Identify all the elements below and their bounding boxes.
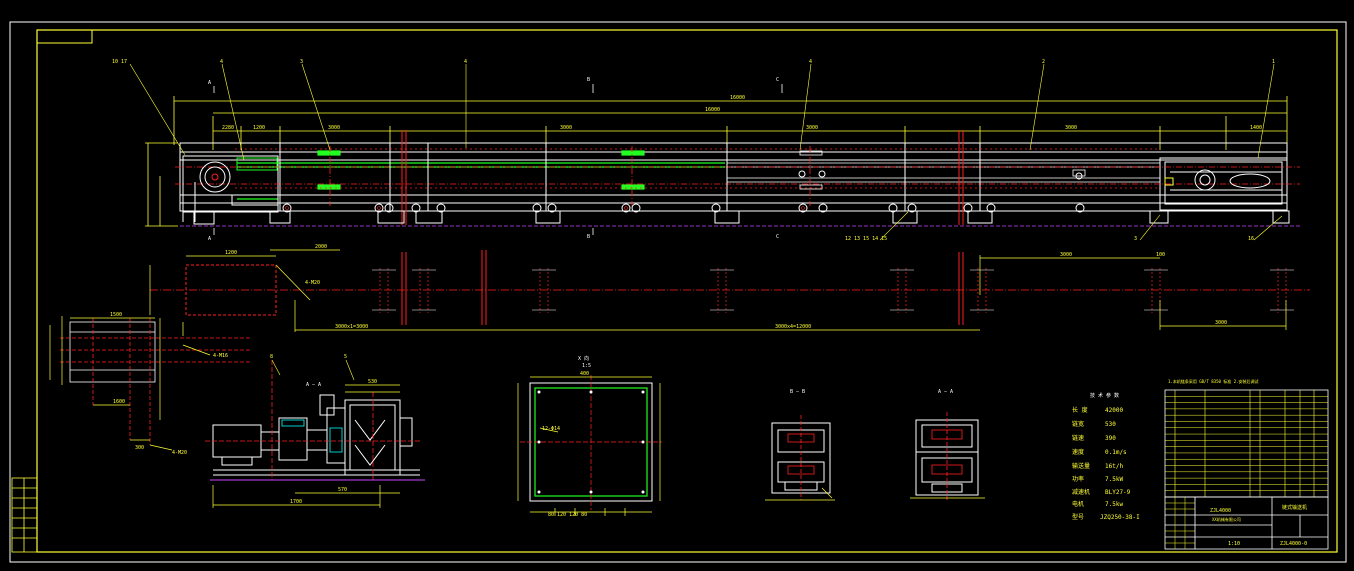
plan-leader: 4-M20 (305, 280, 320, 286)
dim-overall: 16000 (730, 95, 745, 101)
sheet-outer-border (9, 21, 1347, 563)
drive-unit-view: A — A (205, 354, 425, 508)
spec-val-7: 7.5kw (1105, 501, 1123, 508)
technical-specs: 技 术 参 数 长 度 42000 链宽 530 链速 390 速度 0.1m/… (1072, 392, 1140, 521)
dim-seg1: 2280 (222, 125, 234, 131)
bb-label: B — B (790, 389, 805, 395)
plan-dim-2: 2000 (315, 244, 327, 250)
drive-dim-2: 570 (338, 487, 347, 493)
section-b-bottom: B (587, 234, 590, 240)
dim-seg5: 3000 (806, 125, 818, 131)
callout-item-3: 3 (300, 59, 303, 65)
title-sheet: 1:10 (1228, 541, 1240, 547)
x-dim-bolt: 12-Φ14 (542, 426, 560, 432)
plan-dim-4: 3000x4=12000 (775, 324, 811, 330)
section-a-top: A (208, 80, 211, 86)
spec-val-2: 390 (1105, 435, 1116, 442)
bill-of-materials-table: 1.本机链条采用 GB/T 8350 标准 2.安装后调试 (1164, 378, 1329, 550)
callout-item-2: 2 (1042, 59, 1045, 65)
callout-item-4a: 4 (220, 59, 223, 65)
drive-callout-b: 5 (344, 354, 347, 360)
spec-key-1: 链宽 (1072, 420, 1084, 428)
spec-key-0: 长 度 (1072, 406, 1088, 414)
plan-dim-7: 100 (1156, 252, 1165, 258)
spec-key-8: 型号 (1072, 513, 1084, 521)
spec-val-0: 42000 (1105, 407, 1123, 414)
spec-val-4: 16t/h (1105, 463, 1123, 470)
spec-val-5: 7.5kW (1105, 476, 1123, 483)
foundation-plan-view: 1200 2000 3000x1=3000 3000x4=12000 3000 … (149, 244, 1310, 332)
section-b-top: B (587, 77, 590, 83)
foundation-detail: 1500 1600 300 4-M20 4-M16 (49, 312, 250, 456)
drive-dim-1: 1700 (290, 499, 302, 505)
x-view-scale: 1:5 (582, 363, 591, 369)
callout-item-1: 1 (1272, 59, 1275, 65)
left-revision-blocks (11, 477, 38, 553)
dim-seg4: 3000 (560, 125, 572, 131)
spec-val-3: 0.1m/s (1105, 449, 1127, 456)
detail-dim-3: 300 (135, 445, 144, 451)
title-code: ZJL4000 (1210, 508, 1231, 514)
spec-val-6: BLY27-9 (1105, 489, 1131, 496)
conveyor-elevation-view: 16000 16000 2280 1200 3000 3000 3000 300… (112, 59, 1300, 242)
spec-key-5: 功率 (1072, 475, 1084, 483)
drive-dim-3: 530 (368, 379, 377, 385)
section-aa-view: A — A (910, 389, 985, 500)
section-c-bottom: C (776, 234, 779, 240)
drive-section-label: A — A (306, 382, 321, 388)
section-a-bottom: A (208, 236, 211, 242)
drive-sprocket (199, 157, 279, 206)
spec-val-1: 530 (1105, 421, 1116, 428)
spec-key-7: 电机 (1072, 500, 1084, 508)
detail-dim-1: 1500 (110, 312, 122, 318)
bom-header-note: 1.本机链条采用 GB/T 8350 标准 2.安装后调试 (1168, 378, 1259, 384)
specs-title: 技 术 参 数 (1090, 392, 1119, 399)
dim-seg2: 1200 (253, 125, 265, 131)
spec-key-3: 速度 (1072, 448, 1084, 456)
dim-second: 16000 (705, 107, 720, 113)
plan-dim-6: 3000 (1215, 320, 1227, 326)
sheet-inner-border (36, 29, 1338, 553)
dim-seg7: 1400 (1250, 125, 1262, 131)
plan-dim-3: 3000x1=3000 (335, 324, 368, 330)
callout-item-4b: 4 (464, 59, 467, 65)
spec-key-4: 输送量 (1072, 462, 1090, 470)
title-drawing-no: ZJL4000-0 (1280, 541, 1307, 547)
dim-seg6: 3000 (1065, 125, 1077, 131)
drive-callout-a: 8 (270, 354, 273, 360)
detail-dim-5: 4-M16 (213, 353, 228, 359)
callout-bottom-16: 16 (1248, 236, 1254, 242)
x-dim-bottom: 80 120 120 80 (548, 512, 587, 518)
title-name: 链式输送机 (1282, 504, 1307, 511)
spec-val-8: JZQ250-38-I (1100, 514, 1140, 521)
detail-dim-4: 4-M20 (172, 450, 187, 456)
title-company: XX机械有限公司 (1212, 516, 1241, 522)
x-dim-top: 400 (580, 371, 589, 377)
spec-key-6: 减速机 (1072, 488, 1090, 496)
callout-10-17: 10 17 (112, 59, 127, 65)
section-c-top: C (776, 77, 779, 83)
aa2-label: A — A (938, 389, 953, 395)
detail-dim-2: 1600 (113, 399, 125, 405)
spec-key-2: 链速 (1072, 434, 1084, 442)
callout-bottom-3: 3 (1134, 236, 1137, 242)
section-bb-view: B — B (765, 389, 835, 501)
x-direction-view: X 向 1:5 400 80 120 120 80 1 (517, 355, 662, 518)
plan-dim-1: 1200 (225, 250, 237, 256)
callout-bottom-group: 12 13 15 14 15 (845, 236, 887, 242)
callout-item-4c: 4 (809, 59, 812, 65)
dim-seg3: 3000 (328, 125, 340, 131)
x-view-label: X 向 (578, 355, 589, 362)
plan-dim-5: 3000 (1060, 252, 1072, 258)
tail-takeup (1164, 169, 1282, 191)
top-left-tab (36, 29, 93, 44)
